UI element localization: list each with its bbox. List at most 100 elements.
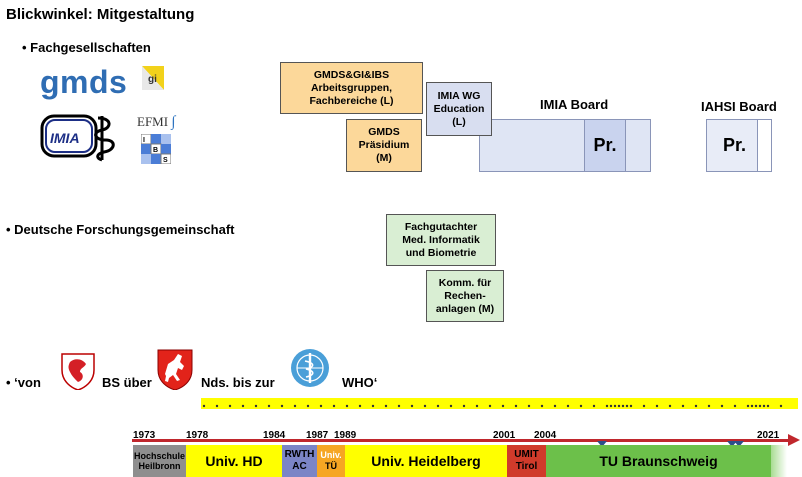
band-dot <box>779 404 783 408</box>
band-dot <box>762 404 766 408</box>
segment-umit-line2: Tirol <box>515 461 538 472</box>
efmi-logo: EFMI ∫ <box>137 114 175 131</box>
band-dot <box>754 404 758 408</box>
gmds-praesidium-line2: Präsidium <box>358 139 410 151</box>
band-dot <box>345 404 349 408</box>
band-dot <box>621 404 625 408</box>
band-dot <box>293 404 297 408</box>
band-dot <box>241 404 245 408</box>
year-1989: 1989 <box>334 430 357 441</box>
band-dot <box>332 404 336 408</box>
niedersachsen-coat-icon <box>156 348 194 391</box>
band-dot <box>668 404 672 408</box>
yellow-band <box>201 398 798 409</box>
year-1978: 1978 <box>186 430 209 441</box>
imia-wg-line3: (L) <box>452 115 466 128</box>
band-dot <box>609 404 613 408</box>
imia-board-heading: IMIA Board <box>540 97 609 112</box>
komm-line1: Komm. für <box>438 276 492 289</box>
fachgutachter-line2: Med. Informatik <box>402 233 480 246</box>
band-dot <box>655 404 659 408</box>
timeline-arrow-line <box>132 439 790 442</box>
year-2001: 2001 <box>493 430 516 441</box>
band-dot <box>449 404 453 408</box>
segment-univ-tue: Univ.TÜ <box>317 445 345 477</box>
gmds-gi-ibs-line2: Arbeitsgruppen, <box>310 81 393 94</box>
page-title: Blickwinkel: Mitgestaltung <box>6 6 195 23</box>
band-dot <box>681 404 685 408</box>
band-dot <box>750 404 754 408</box>
fachgutachter-box: Fachgutachter Med. Informatik und Biomet… <box>386 214 496 266</box>
band-dot <box>410 404 414 408</box>
band-dot <box>694 404 698 408</box>
band-dot <box>758 404 762 408</box>
segment-hochschule-line2: Heilbronn <box>138 461 181 471</box>
marker-icon-1 <box>597 441 607 447</box>
segment-rwth-line1: RWTH <box>284 449 315 460</box>
timeline-arrowhead-icon <box>788 434 800 446</box>
band-dot <box>475 404 479 408</box>
band-dot <box>553 404 557 408</box>
ibs-logo: I B S <box>140 133 172 165</box>
segment-univ-heidelberg: Univ. Heidelberg <box>345 445 507 477</box>
band-dot <box>514 404 518 408</box>
band-dot <box>397 404 401 408</box>
imia-wg-line1: IMIA WG <box>437 89 481 102</box>
iahsi-board-end-bar <box>757 119 772 172</box>
imia-logo: IMIA <box>40 112 122 162</box>
imia-board-president-bar <box>584 119 626 172</box>
year-2021: 2021 <box>757 430 780 441</box>
band-dot <box>707 404 711 408</box>
fachgutachter-line1: Fachgutachter <box>404 220 478 233</box>
bullet-von: • ‘von <box>6 375 41 390</box>
gmds-gi-ibs-box: GMDS&GI&IBS Arbeitsgruppen, Fachbereiche… <box>280 62 423 114</box>
imia-wg-line2: Education <box>433 102 485 115</box>
band-dot <box>371 404 375 408</box>
bullet-dfg: • Deutsche Forschungsgemeinschaft <box>6 222 235 237</box>
gmds-praesidium-line3: (M) <box>376 152 392 164</box>
braunschweig-coat-icon <box>60 350 96 391</box>
segment-tu-braunschweig: TU Braunschweig <box>546 445 771 477</box>
band-dot <box>215 404 219 408</box>
band-dot <box>462 404 466 408</box>
iahsi-board-heading: IAHSI Board <box>701 99 777 114</box>
band-dot <box>733 404 737 408</box>
komm-line3: anlagen (M) <box>435 302 495 315</box>
segment-umit-line1: UMIT <box>514 449 539 460</box>
band-dots <box>202 404 783 408</box>
band-dot <box>436 404 440 408</box>
band-dot <box>720 404 724 408</box>
band-dot <box>267 404 271 408</box>
year-1973: 1973 <box>133 430 156 441</box>
band-dot <box>488 404 492 408</box>
iahsi-board-president-label: Pr. <box>722 135 747 155</box>
band-dot <box>746 404 750 408</box>
text-nds-bis-zur: Nds. bis zur <box>201 375 275 390</box>
band-dot <box>358 404 362 408</box>
ibs-letter-i: I <box>143 137 145 144</box>
imia-logo-text: IMIA <box>50 130 80 146</box>
segment-rwth-line2: AC <box>292 461 307 472</box>
band-dot <box>642 404 646 408</box>
segment-univtu-line2: TÜ <box>325 461 337 471</box>
year-1987: 1987 <box>306 430 329 441</box>
komm-line2: Rechen- <box>444 289 486 302</box>
who-emblem-icon <box>289 347 331 389</box>
text-who: WHO‘ <box>342 375 378 390</box>
year-1984: 1984 <box>263 430 286 441</box>
band-dot <box>319 404 323 408</box>
fachgutachter-line3: und Biometrie <box>405 246 477 259</box>
segment-fade <box>771 445 787 477</box>
band-dot <box>579 404 583 408</box>
band-dot <box>617 404 621 408</box>
ibs-letter-s: S <box>163 157 168 164</box>
band-dot <box>202 404 206 408</box>
bullet-fachgesellschaften: • Fachgesellschaften <box>22 40 151 55</box>
imia-wg-education-box: IMIA WG Education (L) <box>426 82 492 136</box>
band-dot <box>423 404 427 408</box>
efmi-flame-icon: ∫ <box>171 114 176 130</box>
band-dot <box>228 404 232 408</box>
